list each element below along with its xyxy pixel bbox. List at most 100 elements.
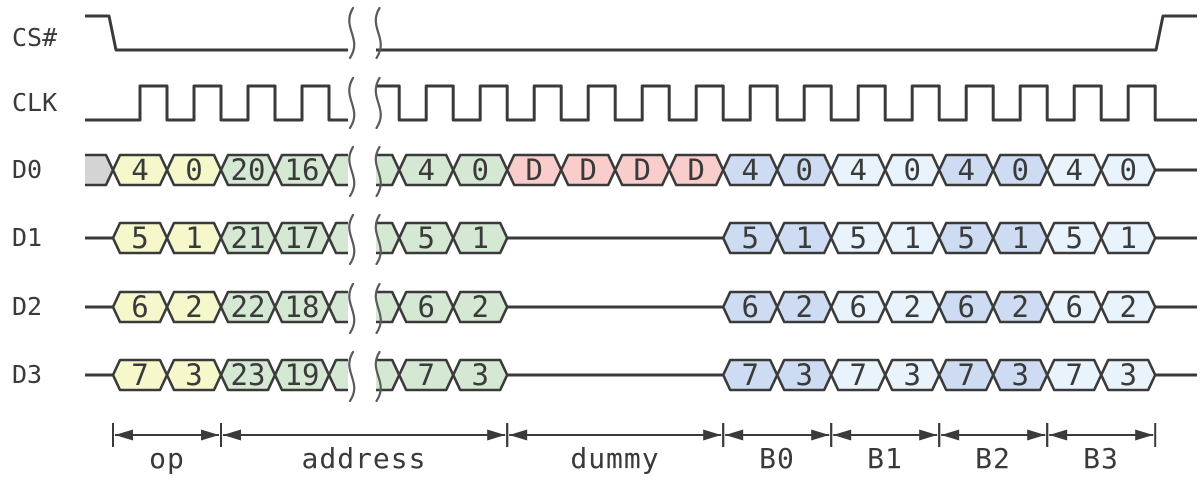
bus-cell-value: 20 <box>231 153 266 187</box>
gap-squiggle <box>348 145 356 198</box>
bus-cell-value: 0 <box>1011 153 1028 187</box>
bus-cell-value: 5 <box>849 221 866 255</box>
span-label-b2: B2 <box>975 442 1011 475</box>
bus-cell-value: 3 <box>1119 358 1136 392</box>
bus-cell-value: 0 <box>795 153 812 187</box>
signal-label-d0: D0 <box>12 155 43 184</box>
signal-label-d3: D3 <box>12 360 43 389</box>
bus-cell-value: 4 <box>417 153 434 187</box>
bus-cell-value: 7 <box>957 358 974 392</box>
bus-cell-value: 3 <box>471 358 488 392</box>
bus-cell-value: D <box>633 153 650 187</box>
bus-cell-value: 1 <box>795 221 812 255</box>
bus-cell-value: 6 <box>849 290 866 324</box>
bus-cell-value: 1 <box>1119 221 1136 255</box>
bus-cell-value: 6 <box>417 290 434 324</box>
gap-squiggle <box>374 213 382 266</box>
bus-cell-value: 7 <box>417 358 434 392</box>
bus-cell-value: 2 <box>903 290 920 324</box>
arrowhead-left <box>223 429 241 441</box>
bus-cell-value: 6 <box>957 290 974 324</box>
bus-cell-value: 7 <box>741 358 758 392</box>
gap-squiggle <box>348 213 356 266</box>
bus-cell-value: 1 <box>903 221 920 255</box>
bus-cell-value: 2 <box>1119 290 1136 324</box>
gap-squiggle <box>348 282 356 335</box>
bus-cell-value: 5 <box>1065 221 1082 255</box>
bus-cell-value: 5 <box>741 221 758 255</box>
gap-squiggle <box>374 6 382 60</box>
bus-cell-value: D <box>525 153 542 187</box>
bus-cell-value: 4 <box>957 153 974 187</box>
arrowhead-right <box>487 429 506 441</box>
gap-squiggle <box>348 76 356 130</box>
arrowhead-right <box>1135 429 1154 441</box>
span-label-address: address <box>301 442 427 475</box>
arrowhead-left <box>833 429 852 441</box>
wave-cs <box>85 14 1197 52</box>
arrowhead-left <box>941 429 960 441</box>
bus-cell-value: 7 <box>849 358 866 392</box>
span-label-op: op <box>149 442 185 475</box>
bus-cell-value: 2 <box>1011 290 1028 324</box>
arrowhead-right <box>201 429 219 441</box>
bus-cell-value: 0 <box>903 153 920 187</box>
arrowhead-right <box>811 429 830 441</box>
bus-cell-value: 4 <box>849 153 866 187</box>
wave-clk <box>85 84 1197 122</box>
bus-cell-value: 18 <box>285 290 320 324</box>
bus-cell-value: 6 <box>741 290 758 324</box>
bus-cell-value: 4 <box>131 153 148 187</box>
bus-cell-value: 5 <box>417 221 434 255</box>
arrowhead-right <box>1027 429 1046 441</box>
bus-cell-value: D <box>687 153 704 187</box>
bus-cell-value: 19 <box>285 358 320 392</box>
span-label-b3: B3 <box>1083 442 1119 475</box>
gap-squiggle <box>374 76 382 130</box>
bus-cell-value: 21 <box>231 221 266 255</box>
bus-cell-value: 16 <box>285 153 320 187</box>
bus-cell-value: 5 <box>957 221 974 255</box>
bus-cell-value: 0 <box>471 153 488 187</box>
bus-cell-value: 6 <box>1065 290 1082 324</box>
bus-cell-value: 3 <box>185 358 202 392</box>
span-label-dummy: dummy <box>570 442 660 475</box>
bus-cell-value: 3 <box>795 358 812 392</box>
arrowhead-left <box>1049 429 1068 441</box>
gap-squiggle <box>348 6 356 60</box>
gap-squiggle <box>374 282 382 335</box>
bus-cell-value: 1 <box>471 221 488 255</box>
bus-cell-value: 23 <box>231 358 266 392</box>
signal-label-d2: D2 <box>12 292 43 321</box>
bus-cell-value: 7 <box>131 358 148 392</box>
arrowhead-left <box>509 429 528 441</box>
bus-cell-value: 1 <box>185 221 202 255</box>
bus-cell-value: 17 <box>285 221 320 255</box>
bus-cell-value: 7 <box>1065 358 1082 392</box>
span-label-b0: B0 <box>759 442 795 475</box>
gap-squiggle <box>374 350 382 403</box>
bus-cell-value: 3 <box>903 358 920 392</box>
signal-label-d1: D1 <box>12 223 43 252</box>
arrowhead-right <box>703 429 722 441</box>
bus-cell-value: 1 <box>1011 221 1028 255</box>
bus-cell-value: D <box>579 153 596 187</box>
bus-cell-value: 5 <box>131 221 148 255</box>
arrowhead-right <box>919 429 938 441</box>
arrowhead-left <box>115 429 133 441</box>
signal-label-cs: CS# <box>12 23 58 52</box>
bus-cell-value: 0 <box>185 153 202 187</box>
bus-cell-value: 2 <box>795 290 812 324</box>
bus-cell-value: 2 <box>185 290 202 324</box>
span-label-b1: B1 <box>867 442 903 475</box>
bus-cell-value: 2 <box>471 290 488 324</box>
gap-squiggle <box>348 350 356 403</box>
signal-label-clk: CLK <box>12 88 58 117</box>
gap-squiggle <box>374 145 382 198</box>
bus-cell-value: 22 <box>231 290 266 324</box>
bus-cell-value: 4 <box>1065 153 1082 187</box>
arrowhead-left <box>725 429 744 441</box>
bus-cell-value: 6 <box>131 290 148 324</box>
